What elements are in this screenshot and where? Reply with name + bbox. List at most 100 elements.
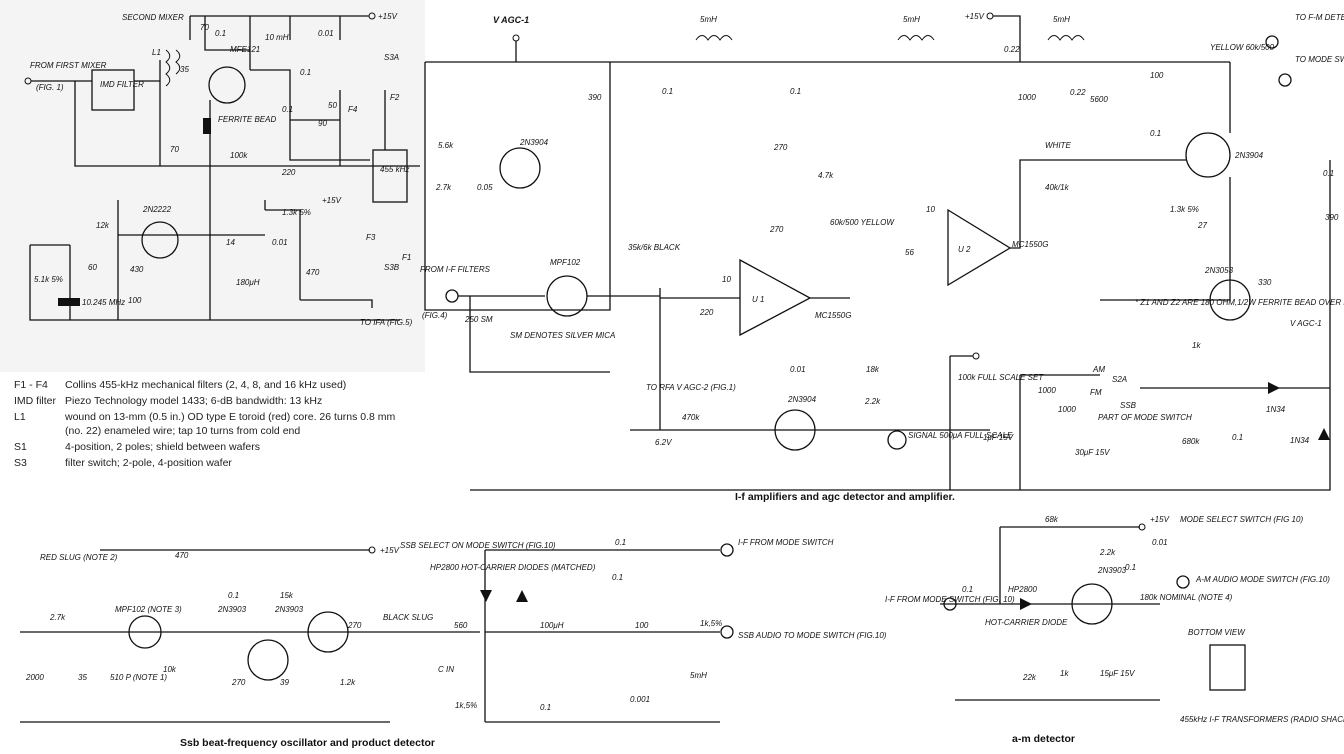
mixer-part-label: 430 xyxy=(130,265,144,274)
if_amp-part-label: 30μF 15V xyxy=(1075,448,1110,457)
mixer-part-label: 14 xyxy=(226,238,235,247)
signal-meter xyxy=(887,430,907,450)
s3a-label: S3A xyxy=(384,53,399,62)
if_amp-part-label: 5600 xyxy=(1090,95,1108,104)
mixer-part-label: 470 xyxy=(306,268,320,277)
u1-label: U 1 xyxy=(752,295,764,304)
if_amp-part-label: 2.2k xyxy=(864,397,881,406)
if_amp-part-label: 0.1 xyxy=(1323,169,1334,178)
note-text: wound on 13-mm (0.5 in.) OD type E toroi… xyxy=(65,411,396,437)
q2-transistor xyxy=(1185,132,1231,178)
if_amp-part-label: 390 xyxy=(1325,213,1339,222)
choke-label: 180μH xyxy=(236,278,260,287)
if_amp-part-label: 1000 xyxy=(1058,405,1076,414)
bfo-part-label: 0.001 xyxy=(630,695,650,704)
z-note: * Z1 AND Z2 ARE 180 OHM,1/2W FERRITE BEA… xyxy=(1135,298,1344,307)
bfo-q2-label: 2N3903 xyxy=(274,605,304,614)
note-key: IMD filter xyxy=(14,395,56,407)
if_amp-part-label: 0.1 xyxy=(1232,433,1243,442)
mixer-part-label: 1.3k 5% xyxy=(282,208,311,217)
am-part-label: 22k xyxy=(1022,673,1037,682)
bfo-part-label: 2.7k xyxy=(49,613,66,622)
choke1-label: 5mH xyxy=(700,15,717,24)
imd-filter-label: IMD FILTER xyxy=(100,80,144,89)
crystal-label: 10.245 MHz xyxy=(82,298,125,307)
mixer-part-label: 220 xyxy=(281,168,296,177)
note-text: Piezo Technology model 1433; 6-dB bandwi… xyxy=(65,395,323,407)
if_amp-part-label: 18k xyxy=(866,365,880,374)
bfo-circuit: RED SLUG (NOTE 2) +15V SSB SELECT ON MOD… xyxy=(20,538,887,749)
if-amplifier-circuit: V AGC-1 +15V 5mH 5mH 5mH TO F-M DETECTOR… xyxy=(420,12,1344,503)
bfo-part-label: 5mH xyxy=(690,671,707,680)
if_amp-part-label: 10 xyxy=(722,275,731,284)
mixer-supply-label: +15V xyxy=(378,12,398,21)
if_amp-part-label: 1k xyxy=(1192,341,1201,350)
note-key: L1 xyxy=(14,411,26,423)
note-text: 4-position, 2 poles; shield between wafe… xyxy=(65,441,260,453)
bfo-supply-label: +15V xyxy=(380,546,400,555)
from-if-label: FROM I-F FILTERS xyxy=(420,265,491,274)
filter-box-label: 455 kHz xyxy=(380,165,409,174)
crystal-symbol xyxy=(58,298,80,306)
note-text: filter switch; 2-pole, 4-position wafer xyxy=(65,457,232,469)
am-xfmr-label: 455kHz I-F TRANSFORMERS (RADIO SHACK 273… xyxy=(1180,715,1344,724)
if_amp-part-label: 0.1 xyxy=(790,87,801,96)
mixer-part-label: 35 xyxy=(180,65,189,74)
to-fm-label: TO F-M DETECTOR (FIG.7) xyxy=(1295,13,1344,22)
mixer-part-label: 0.01 xyxy=(272,238,288,247)
yellow-xfmr-label: 60k/500 YELLOW xyxy=(830,218,895,227)
mpf102-label: MPF102 xyxy=(550,258,581,267)
if_amp-part-label: 0.1 xyxy=(662,87,673,96)
bfo-part-label: 0.1 xyxy=(228,591,239,600)
sm-note-1: SM DENOTES SILVER MICA xyxy=(510,331,615,340)
white-xfmr-label: 40k/1k xyxy=(1045,183,1070,192)
bfo-part-label: 470 xyxy=(175,551,189,560)
mixer-part-label: F3 xyxy=(366,233,376,242)
mixer-part-label: F1 xyxy=(402,253,411,262)
ssb-audio-label: SSB AUDIO TO MODE SWITCH (FIG.10) xyxy=(738,631,887,640)
am-supply-label: +15V xyxy=(1150,515,1170,524)
if_amp-part-label: 1μF 15V xyxy=(983,433,1014,442)
ssb-select-label: SSB SELECT ON MODE SWITCH (FIG.10) xyxy=(400,541,556,550)
am-part-label: 0.1 xyxy=(1125,563,1136,572)
choke3-label: 5mH xyxy=(1053,15,1070,24)
if_amp-part-label: 27 xyxy=(1197,221,1207,230)
u2-amplifier xyxy=(947,208,1012,287)
bfo-part-label: 0.1 xyxy=(612,573,623,582)
if_amp-part-label: 330 xyxy=(1258,278,1272,287)
l1-label: L1 xyxy=(152,48,161,57)
yellow2-label: YELLOW 60k/500 xyxy=(1210,43,1275,52)
if_amp-part-label: 10 xyxy=(926,205,935,214)
am-part-label: 1k xyxy=(1060,669,1069,678)
if-amp-caption: I-f amplifiers and agc detector and ampl… xyxy=(735,491,955,503)
bfo-part-label: 1.2k xyxy=(340,678,356,687)
transformer-bottom-view xyxy=(1209,644,1246,691)
to-rfa-label: TO RFA V AGC-2 (FIG.1) xyxy=(646,383,736,392)
mixer-part-label: F4 xyxy=(348,105,358,114)
diode1-label: 1N34 xyxy=(1266,405,1286,414)
red-slug-label: RED SLUG (NOTE 2) xyxy=(40,553,118,562)
ferrite-bead-label: FERRITE BEAD xyxy=(218,115,276,124)
am-label: AM xyxy=(1092,365,1105,374)
bfo-caption: Ssb beat-frequency oscillator and produc… xyxy=(180,737,435,749)
am-diode-symbol xyxy=(1020,598,1032,610)
if_amp-part-label: 0.05 xyxy=(477,183,493,192)
fig4-label: (FIG.4) xyxy=(422,311,448,320)
q3-transistor xyxy=(774,409,816,451)
mixer-part-label: 60 xyxy=(88,263,97,272)
bfo-part-label: 270 xyxy=(231,678,246,687)
q3-label: 2N3904 xyxy=(787,395,817,404)
am-nominal-label: 180k NOMINAL (NOTE 4) xyxy=(1140,593,1233,602)
mixer-part-label: 12k xyxy=(96,221,110,230)
meter-label: SIGNAL 500μA FULL SCALE xyxy=(908,431,1013,440)
ic2-label: MC1550G xyxy=(1012,240,1048,249)
mixer-part-label: 0.1 xyxy=(215,29,226,38)
fig1-label: (FIG. 1) xyxy=(36,83,64,92)
hot-carrier-diode-1 xyxy=(480,590,492,602)
mixer-part-label: 0.1 xyxy=(300,68,311,77)
if_amp-part-label: 2.7k xyxy=(435,183,452,192)
q1-label: 2N3904 xyxy=(519,138,549,147)
note-row: L1 wound on 13-mm (0.5 in.) OD type E tor… xyxy=(14,410,414,438)
